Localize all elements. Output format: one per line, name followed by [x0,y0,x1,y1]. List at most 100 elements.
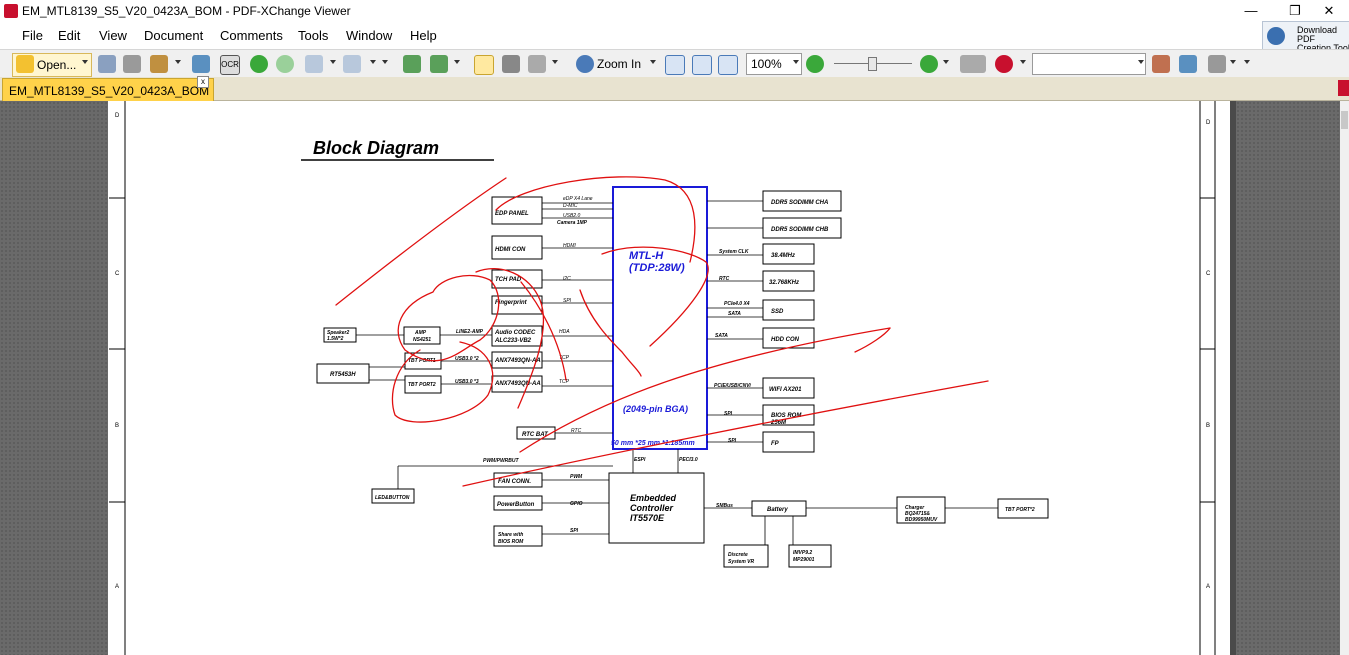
select-dropdown-icon[interactable] [552,60,558,64]
menu-view[interactable]: View [99,28,127,43]
hand-tool-icon[interactable] [474,55,494,75]
zoom-in-label[interactable]: Zoom In [597,57,642,71]
rotate-dropdown-icon[interactable] [454,60,460,64]
zoom-in-circle-icon[interactable] [920,55,938,73]
find-dropdown-icon[interactable] [1138,60,1144,64]
tools-icon[interactable] [1208,55,1226,73]
frame-mark: D [1206,120,1211,126]
signal-label: USB3.0 *3 [455,379,479,385]
zoom-dropdown-icon[interactable] [943,60,949,64]
rt5453h-label: RT5453H [330,372,356,378]
rotate-left-icon[interactable] [403,55,421,73]
zoom-in-dropdown-icon[interactable] [650,60,656,64]
minimize-button[interactable]: — [1244,3,1258,18]
zoom-level-value: 100% [751,57,782,71]
spell-check-icon[interactable] [995,55,1013,73]
imvp-part: MP29001 [793,557,815,563]
save-icon[interactable] [98,55,116,73]
document-tab-strip: EM_MTL8139_S5_V20_0423A_BOM [0,77,1349,101]
ssd-block [762,299,815,321]
battery-block [751,500,807,517]
package-dropdown-icon[interactable] [175,60,181,64]
download-creation-tool-button[interactable]: Download PDF Creation Tool [1262,21,1349,53]
document-tab[interactable]: EM_MTL8139_S5_V20_0423A_BOM [2,78,214,101]
retimer1-block [491,351,543,369]
select-text-icon[interactable] [528,55,546,73]
back-icon[interactable] [250,55,268,73]
menu-window[interactable]: Window [346,28,393,43]
tab-list-icon[interactable] [1338,80,1349,96]
zoom-in-icon[interactable] [576,55,594,73]
menu-file[interactable]: File [22,28,43,43]
folder-open-icon [16,55,34,73]
scroll-thumb[interactable] [1341,111,1348,129]
restore-button[interactable]: ❐ [1289,3,1301,18]
spell-dropdown-icon[interactable] [1020,60,1026,64]
ssd-label: SSD [771,309,784,315]
pdf-page[interactable]: D C B A D C B A Block Diagram MTL-H (TDP… [108,101,1230,655]
imvp-label: IMVP9.2 [793,550,812,556]
undo-icon[interactable] [305,55,323,73]
open-label: Open... [37,58,77,72]
audio-codec-label: Audio CODEC [494,330,536,336]
hdmi-con-label: HDMI CON [495,247,526,253]
ocr-icon[interactable]: OCR [220,55,240,75]
rtc-bat-label: RTC BAT [522,432,549,438]
open-dropdown-icon[interactable] [82,60,88,64]
signal-label: USB2.0 [563,213,580,219]
signal-label: RTC [571,428,582,434]
history-dropdown-icon[interactable] [382,60,388,64]
speaker-spec: 1.5W*2 [327,336,344,342]
diagram-heading: Block Diagram [313,138,439,158]
signal-label: TCP [559,355,570,361]
ddr5-cha-label: DDR5 SODIMM CHA [771,200,828,206]
menu-tools[interactable]: Tools [298,28,329,43]
toolbar-overflow-icon[interactable] [1244,60,1250,64]
led-button-block [371,488,415,504]
tab-close-button[interactable]: x [197,76,209,88]
snapshot-icon[interactable] [502,55,520,73]
signal-label: SPI [570,528,579,534]
amp-label: AMP [414,330,427,336]
signal-label: PCIe4.0 X4 [724,301,750,307]
undo-dropdown-icon[interactable] [330,60,336,64]
menu-comments[interactable]: Comments [220,28,283,43]
menu-help[interactable]: Help [410,28,437,43]
discrete-vr-label: Discrete [728,552,748,558]
zoom-level-field[interactable]: 100% [746,53,802,75]
signal-label: D-MIC [563,203,578,209]
menu-document[interactable]: Document [144,28,204,43]
redo-dropdown-icon[interactable] [370,60,376,64]
open-button[interactable]: Open... [12,53,92,77]
menu-edit[interactable]: Edit [58,28,81,43]
signal-label: SMBus [716,503,733,509]
zoom-slider-thumb[interactable] [868,57,877,71]
redo-icon[interactable] [343,55,361,73]
retimer2-label: ANX7493QN-AA [494,381,541,387]
vertical-scrollbar[interactable] [1340,101,1349,655]
fit-page-icon[interactable] [692,55,712,75]
scan-icon[interactable] [192,55,210,73]
rotate-right-icon[interactable] [430,55,448,73]
fit-width-icon[interactable] [718,55,738,75]
frame-mark: D [115,113,120,119]
frame-mark: B [115,423,119,429]
tbt-port2x-block [997,498,1049,519]
find-previous-icon[interactable] [1152,55,1170,73]
forward-icon[interactable] [276,55,294,73]
close-button[interactable]: ✕ [1323,3,1335,18]
package-icon[interactable] [150,55,168,73]
led-button-label: LED&BUTTON [375,495,410,501]
print-icon[interactable] [123,55,141,73]
tools-dropdown-icon[interactable] [1230,60,1236,64]
signal-label: System CLK [719,249,749,255]
find-input[interactable] [1032,53,1146,75]
wifi-label: WIFI AX201 [769,387,802,393]
actual-size-icon[interactable] [665,55,685,75]
zoom-out-circle-icon[interactable] [806,55,824,73]
touchpad-block [491,269,543,289]
find-next-icon[interactable] [1179,55,1197,73]
ec-line1: Embedded [630,493,677,503]
binoculars-icon[interactable] [960,55,986,73]
zoom-level-dropdown-icon[interactable] [793,60,799,64]
